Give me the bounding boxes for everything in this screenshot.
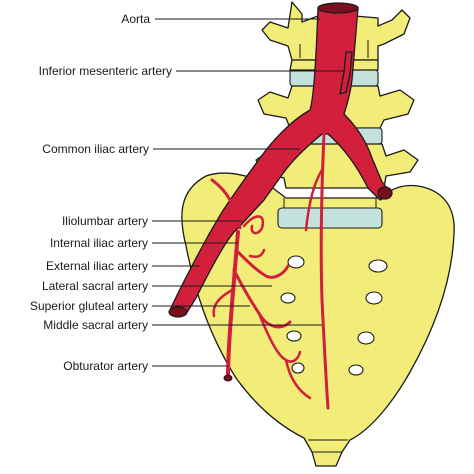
foramen-l4 (291, 362, 305, 374)
lateral-sacral-twig (248, 248, 266, 258)
labels: Aorta Inferior mesenteric artery Common … (30, 12, 172, 373)
disc-lumbosacral (277, 207, 383, 229)
foramen-r1 (368, 259, 388, 273)
label-external-iliac-artery: External iliac artery (46, 259, 148, 273)
obturator-end (223, 374, 233, 382)
label-middle-sacral-artery: Middle sacral artery (43, 318, 148, 332)
right-iliac-end (377, 186, 393, 200)
gluteal-branch (212, 288, 234, 318)
foramen-l3 (286, 330, 302, 342)
vertebra-shading (299, 40, 369, 58)
label-obturator-artery: Obturator artery (63, 359, 148, 373)
iliolumbar-shape (210, 178, 242, 230)
sacrum-detail (283, 198, 377, 208)
leader-lines (152, 18, 344, 367)
label-aorta: Aorta (121, 12, 150, 26)
internal-iliac-shape (226, 230, 240, 380)
arteries (168, 2, 393, 410)
middle-sacral-shape (319, 132, 330, 410)
label-internal-iliac-artery: Internal iliac artery (50, 236, 148, 250)
label-lateral-sacral-artery: Lateral sacral artery (42, 279, 148, 293)
foramen-r3 (357, 331, 375, 345)
external-iliac-end (168, 306, 188, 318)
label-common-iliac-artery: Common iliac artery (42, 142, 149, 156)
aorta-shape (169, 2, 393, 315)
inferior-mesenteric-shape (339, 51, 353, 95)
foramen-r2 (365, 291, 383, 305)
foramen-l2 (280, 292, 296, 304)
foramen-l1 (287, 255, 305, 269)
label-superior-gluteal-artery: Superior gluteal artery (30, 299, 148, 313)
label-iliolumbar-artery: Iliolumbar artery (62, 214, 148, 228)
label-inferior-mesenteric-artery: Inferior mesenteric artery (39, 64, 172, 78)
foramen-r4 (348, 364, 364, 376)
aorta-lumen (317, 2, 359, 14)
iliolumbar-loop (242, 215, 265, 235)
sacrum (181, 172, 455, 467)
sacral-branch-lower (284, 358, 312, 400)
coccyx-lines (308, 439, 348, 453)
middle-sacral-branch (304, 168, 324, 232)
lateral-sacral-shape (234, 248, 290, 279)
